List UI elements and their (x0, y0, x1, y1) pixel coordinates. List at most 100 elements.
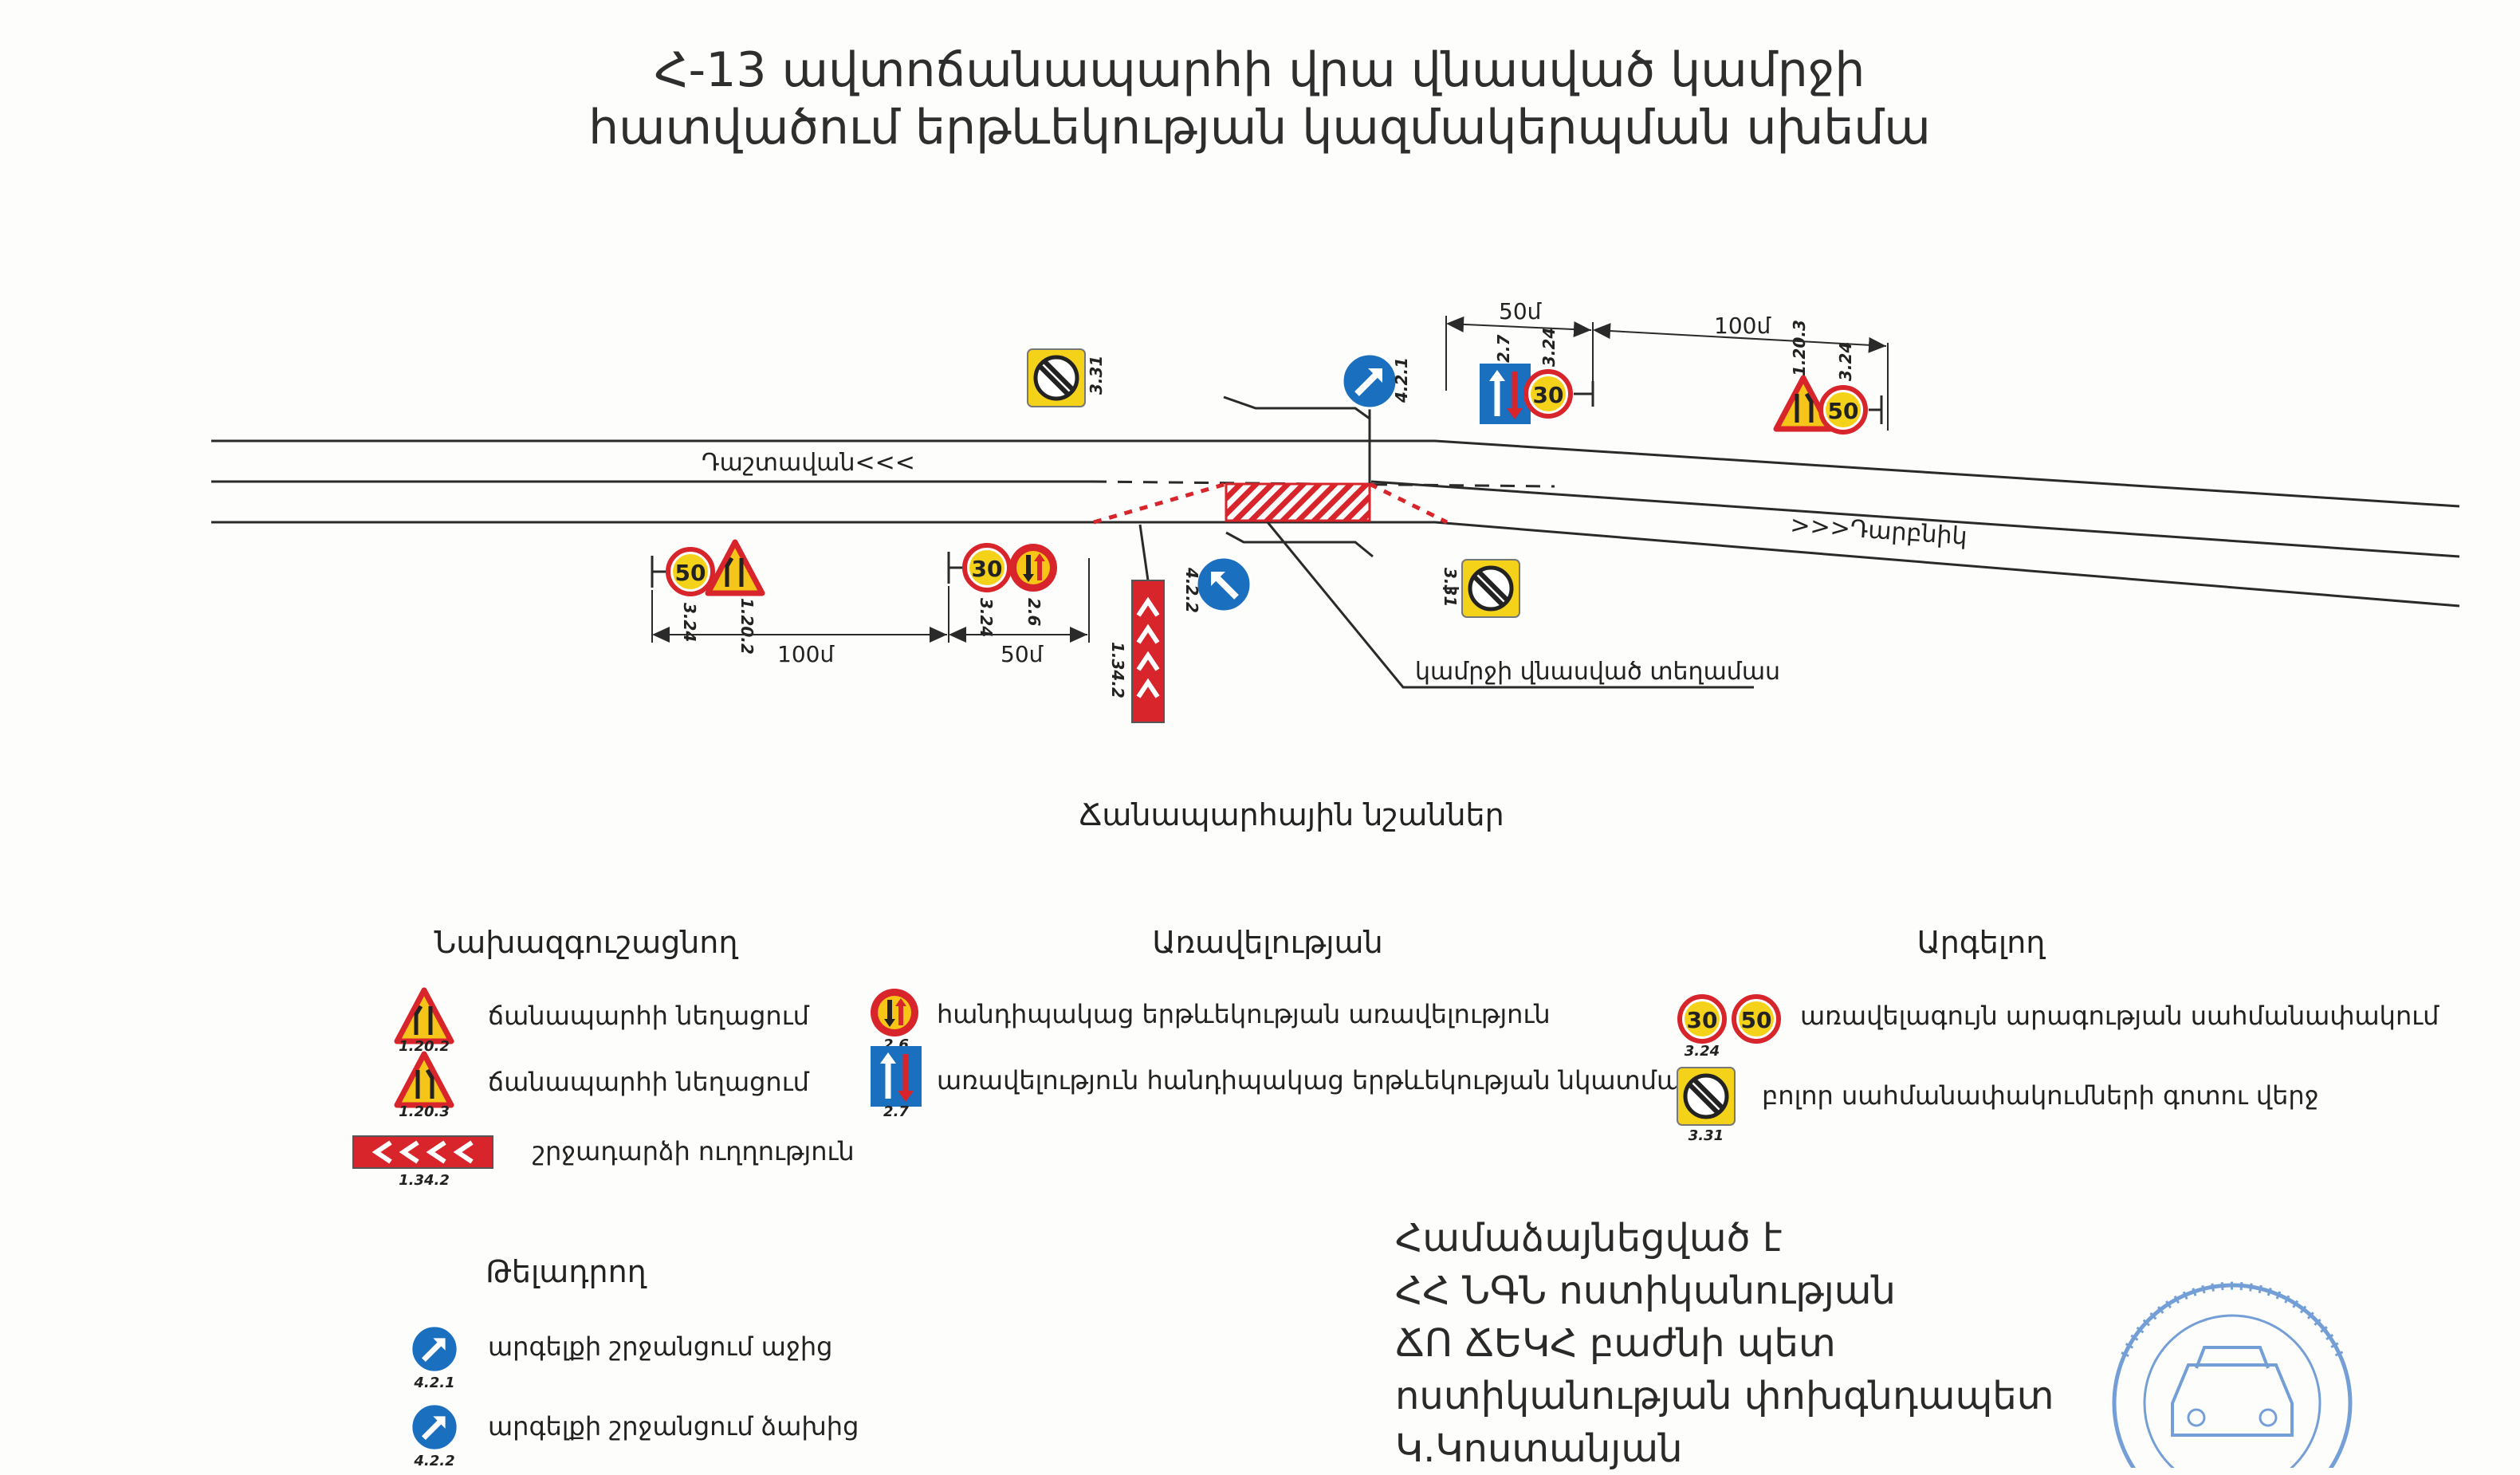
sign-code: 2.7 (1494, 334, 1513, 363)
road-centerline-right (1370, 480, 2460, 558)
sign-27-324-top: 30 2.7 3.24 (1480, 328, 1594, 424)
speed-value: 50 (675, 560, 706, 586)
dim-top-100-label: 100մ (1714, 313, 1771, 339)
approval-block: Համաձայնեցված է ՀՀ ՆԳՆ ոստիկանության ՃՈ … (1395, 1212, 2054, 1475)
sign-code: 3.24 (1685, 1043, 1720, 1060)
sign-code: 3.24 (680, 603, 699, 642)
speed-value: 50 (1828, 398, 1859, 424)
approval-line-2: ՀՀ ՆԳՆ ոստիկանության (1395, 1268, 1896, 1313)
end-restrictions-icon (1462, 560, 1519, 617)
legend-item-26: 2.6 հանդիպակաց երթևեկության առավելությու… (871, 989, 1551, 1053)
road-edge-top (211, 439, 2460, 508)
damage-callout-line (1266, 521, 1754, 689)
legend-item-1342: 1.34.2 շրջադարձի ուղղություն (352, 1135, 855, 1189)
dim-bottom-100-label: 100մ (777, 641, 835, 667)
dim-line-50 (1446, 316, 1592, 338)
legend-item-331: 3.31 բոլոր սահմանափակումների գոտու վերջ (1677, 1068, 2319, 1144)
legend-text: բոլոր սահմանափակումների գոտու վերջ (1762, 1080, 2319, 1111)
legend-text: արգելքի շրջանցում աջից (488, 1331, 832, 1362)
bridge-rail-bottom (1225, 531, 1374, 558)
barrier-taper-left (1093, 482, 1227, 525)
sign-code: 3.31 (1087, 356, 1106, 395)
legend-text: ճանապարհի նեղացում (488, 1001, 810, 1031)
legend-text: շրջադարձի ուղղություն (533, 1136, 855, 1166)
sign-code: 1.34.2 (1108, 642, 1127, 698)
legend-warning-heading: Նախազգուշացնող (434, 925, 739, 960)
end-restrictions-icon (1028, 349, 1085, 407)
legend-text: հանդիպակաց երթևեկության առավելություն (937, 999, 1551, 1029)
sign-code: 1.20.3 (1790, 320, 1809, 376)
legend-item-1203: 1.20.3 ճանապարհի նեղացում (397, 1054, 810, 1120)
direction-right-label: >>>Դարբնիկ (1789, 511, 1968, 551)
sign-code: 1.20.2 (399, 1038, 450, 1055)
sign-331-top: 3.31 (1028, 349, 1106, 407)
sign-code: 3.24 (1539, 328, 1559, 367)
speed-value: 30 (1533, 382, 1564, 408)
keep-right-icon (411, 1404, 458, 1450)
approval-line-5: Կ.Կոստանյան (1395, 1426, 1683, 1471)
sign-1342-bottom: 1.34.2 (1108, 524, 1165, 723)
sign-post (1138, 524, 1150, 581)
title-line-2: հատվածում երթևեկության կազմակերպման սխեմ… (588, 100, 1931, 155)
legend-mandatory-heading: Թելադրող (486, 1254, 647, 1289)
sign-421-top: 4.2.1 (1343, 354, 1411, 483)
sign-code: 1.34.2 (399, 1172, 450, 1189)
approval-line-1: Համաձայնեցված է (1395, 1216, 1783, 1261)
stamp-seal (2112, 1281, 2353, 1468)
dimension-top: 50մ 100մ (1445, 298, 1889, 431)
dim-top-50-label: 50մ (1499, 298, 1543, 324)
road-narrowing-right-icon (708, 542, 762, 593)
sign-code: 4.2.2 (1182, 567, 1201, 613)
sign-code: 4.2.1 (413, 1375, 454, 1391)
damage-label: կամրջի վնասված տեղամաս (1415, 658, 1780, 686)
road-edge-bottom (211, 521, 2460, 608)
road (211, 439, 2460, 608)
keep-right-icon (1343, 354, 1397, 408)
sign-code: 4.2.2 (413, 1453, 454, 1468)
legend-item-422: 4.2.2 արգելքի շրջանցում ձախից (411, 1404, 859, 1468)
priority-over-oncoming-icon (871, 1046, 922, 1107)
sign-324-26-bottom: 30 3.24 2.6 (947, 544, 1057, 637)
sign-code: 1.20.2 (737, 598, 757, 655)
legend-item-27: 2.7 առավելություն հանդիպակաց երթևեկությա… (871, 1046, 1714, 1120)
end-restrictions-icon (1677, 1068, 1735, 1125)
keep-left-icon (1197, 557, 1251, 612)
sign-code: 2.6 (1024, 598, 1044, 627)
oncoming-priority-icon (871, 989, 918, 1036)
keep-right-icon (411, 1326, 458, 1372)
legend-item-421: 4.2.1 արգելքի շրջանցում աջից (411, 1326, 832, 1391)
legend-text: առավելություն հանդիպակաց երթևեկության նկ… (937, 1065, 1714, 1095)
sign-code: 3.31 (1441, 568, 1460, 607)
legend-priority-heading: Առավելության (1152, 925, 1382, 960)
damaged-bridge-zone (1225, 482, 1371, 522)
sign-code: 3.31 (1689, 1127, 1724, 1144)
priority-over-oncoming-icon (1480, 364, 1531, 424)
bridge-rail-top (1223, 395, 1370, 420)
dimension-bottom: 100մ 50մ (651, 558, 1090, 667)
approval-line-4: ոստիկանության փոխգնդապետ (1395, 1374, 2054, 1418)
sign-code: 2.7 (883, 1103, 909, 1120)
speed-value: 50 (1741, 1007, 1772, 1033)
sign-code: 4.2.1 (1392, 357, 1411, 403)
dim-bottom-50-label: 50մ (1001, 641, 1044, 667)
sign-324-1202-bottom: 50 3.24 1.20.2 (651, 542, 762, 655)
legend-prohibitory-heading: Արգելող (1917, 925, 2046, 960)
title-line-1: Հ-13 ավտոճանապարհի վրա վնասված կամրջի (655, 42, 1865, 98)
barrier-taper-right (1368, 482, 1449, 525)
sign-331-bottom: 3.31 (1441, 560, 1519, 617)
legend-item-324: 30 50 3.24 առավելագույն արագության սահմա… (1680, 997, 2439, 1060)
legend-heading: Ճանապարհային նշաններ (1079, 797, 1504, 832)
sign-422-bottom: 4.2.2 (1182, 557, 1251, 613)
road-narrowing-left-icon (397, 1054, 451, 1105)
sign-code: 3.24 (1836, 342, 1855, 381)
legend-item-1202: 1.20.2 ճանապարհի նեղացում (397, 990, 810, 1055)
sign-code: 1.20.3 (399, 1103, 450, 1120)
sign-code: 3.24 (977, 598, 996, 637)
legend-text: արգելքի շրջանցում ձախից (488, 1411, 859, 1442)
legend-text: ճանապարհի նեղացում (488, 1067, 810, 1097)
oncoming-priority-icon (1009, 544, 1057, 592)
legend-text: առավելագույն արագության սահմանափակում (1800, 1001, 2439, 1031)
direction-left-label: Դաշտավան<<< (702, 449, 915, 477)
sign-1203-324-top: 50 1.20.3 3.24 (1776, 320, 1883, 432)
